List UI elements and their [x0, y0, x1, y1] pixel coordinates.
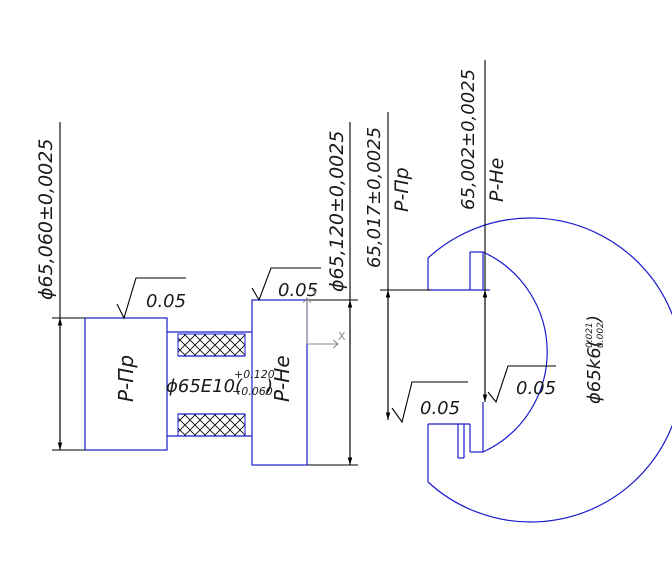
snap-gauge-outer [427, 217, 672, 523]
dim-ring-go: 65,017±0,0025 [364, 127, 385, 268]
plug-go-body [84, 317, 168, 451]
snap-gauge [380, 60, 672, 523]
dim-plug-go: ϕ65,060±0,0025 [35, 139, 57, 300]
hole-fit-tolerance: ϕ65E10( +0.120 −0.060 ) [166, 368, 275, 398]
roughness-symbol-4 [487, 365, 556, 404]
svg-text:0.021: 0.021 [585, 322, 595, 348]
label-plug-go: Р-Пр [114, 355, 138, 402]
svg-text:ϕ65E10(: ϕ65E10( [166, 376, 243, 397]
svg-text:+0.120: +0.120 [234, 368, 275, 381]
svg-text:): ) [584, 315, 605, 324]
dim-plug-nogo: ϕ65,120±0,0025 [326, 131, 348, 292]
svg-text:): ) [264, 376, 273, 397]
label-plug-nogo: Р-Не [270, 355, 294, 402]
svg-text:ϕ65k6(: ϕ65k6( [584, 339, 605, 404]
plug-handle [167, 331, 252, 437]
shaft-fit-tolerance: ϕ65k6( 0.021 0.002 ) [584, 315, 606, 404]
axis-x-label: X [338, 330, 346, 343]
svg-text:0.002: 0.002 [596, 322, 606, 348]
label-ring-go: Р-Пр [391, 167, 413, 212]
roughness-value-1: 0.05 [146, 291, 186, 312]
axis-y-label: Y [311, 289, 318, 299]
roughness-symbol-3 [391, 381, 468, 424]
roughness-value-4: 0.05 [516, 378, 556, 399]
plug-gauge-nogo [251, 122, 358, 466]
snap-gauge-inner [482, 251, 548, 453]
coordinate-axis-icon [302, 297, 339, 349]
svg-text:−0.060: −0.060 [232, 385, 273, 398]
label-ring-nogo: Р-Не [486, 158, 508, 202]
dim-ring-nogo: 65,002±0,0025 [458, 69, 479, 210]
roughness-value-2: 0.05 [278, 280, 318, 301]
plug-nogo-body [251, 299, 308, 466]
roughness-symbol-1 [116, 277, 186, 320]
plug-gauge-go [52, 122, 186, 451]
roughness-value-3: 0.05 [420, 398, 460, 419]
roughness-symbol-2 [251, 267, 321, 302]
